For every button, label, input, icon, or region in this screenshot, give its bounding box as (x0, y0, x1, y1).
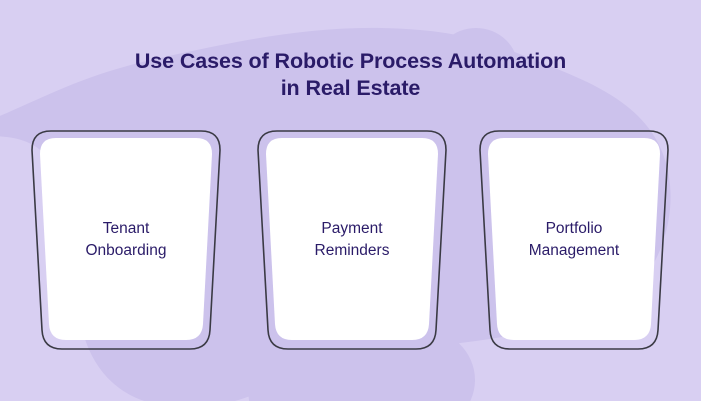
card-label-line-1: Tenant (102, 220, 150, 237)
card-label-portfolio-management: Portfolio Management (479, 130, 669, 350)
use-case-card-portfolio-management[interactable]: Portfolio Management (479, 130, 669, 350)
page-title-line-2: in Real Estate (280, 76, 421, 100)
page-title: Use Cases of Robotic Process Automation … (0, 48, 701, 102)
card-label-line-2: Reminders (314, 242, 390, 259)
card-label-tenant-onboarding: Tenant Onboarding (31, 130, 221, 350)
card-label-line-2: Management (528, 242, 620, 259)
card-label-line-1: Portfolio (545, 220, 603, 237)
card-label-payment-reminders: Payment Reminders (257, 130, 447, 350)
card-label-line-2: Onboarding (85, 242, 167, 259)
page-title-line-1: Use Cases of Robotic Process Automation (134, 49, 567, 73)
use-case-card-payment-reminders[interactable]: Payment Reminders (257, 130, 447, 350)
use-case-card-tenant-onboarding[interactable]: Tenant Onboarding (31, 130, 221, 350)
card-label-line-1: Payment (321, 220, 383, 237)
